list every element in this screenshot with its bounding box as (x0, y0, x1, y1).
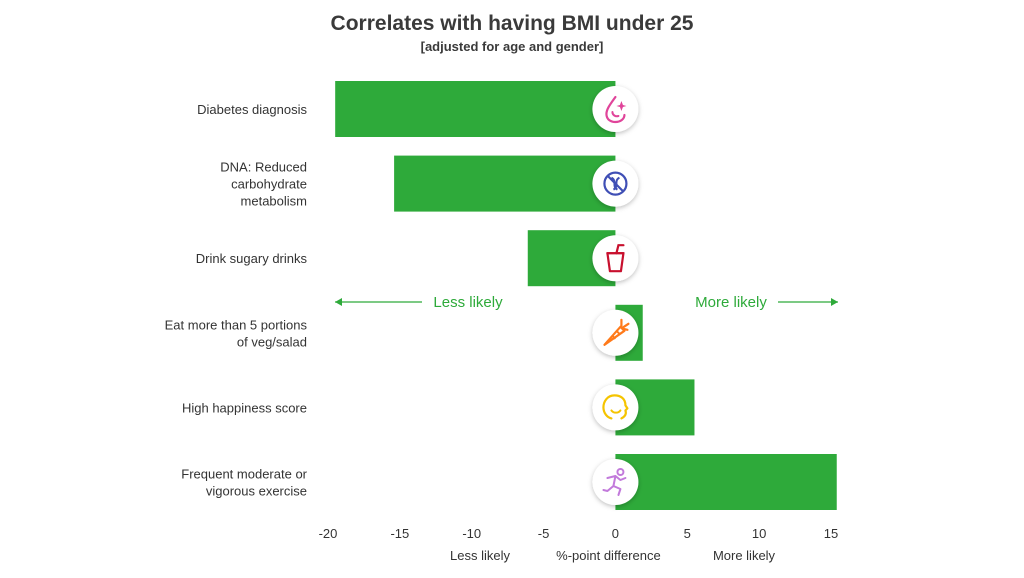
x-tick-label: 5 (684, 526, 691, 541)
annotations: Less likely More likely (335, 294, 838, 311)
x-tick-label: 0 (612, 526, 619, 541)
no-dna-icon (592, 160, 639, 207)
smiling-head-icon (592, 384, 639, 431)
x-tick-label: -5 (538, 526, 550, 541)
drop-sparkle-icon (592, 86, 639, 132)
x-axis-label-right: More likely (713, 548, 776, 563)
chart-title: Correlates with having BMI under 25 (330, 12, 694, 35)
x-tick-label: -20 (319, 526, 338, 541)
x-axis-label-left: Less likely (450, 548, 510, 563)
category-label: Eat more than 5 portions (165, 317, 308, 332)
category-label: Diabetes diagnosis (197, 102, 307, 117)
category-label: of veg/salad (237, 334, 307, 349)
category-label: carbohydrate (231, 177, 307, 192)
category-label: vigorous exercise (206, 484, 307, 499)
chart-subtitle: [adjusted for age and gender] (420, 39, 604, 54)
x-tick-label: 15 (824, 526, 838, 541)
x-axis-title: %-point difference (556, 548, 661, 563)
icons-layer (592, 86, 639, 505)
category-label: metabolism (241, 194, 307, 209)
x-tick-label: 10 (752, 526, 766, 541)
bar (615, 454, 837, 510)
category-label: High happiness score (182, 400, 307, 415)
arrow-right-icon (778, 298, 838, 306)
x-tick-label: -10 (462, 526, 481, 541)
annotation-more-likely: More likely (695, 294, 767, 311)
annotation-less-likely: Less likely (433, 294, 503, 311)
carrot-icon (592, 309, 639, 356)
category-label: Drink sugary drinks (196, 251, 308, 266)
sugary-drink-icon (592, 235, 639, 282)
category-label: Frequent moderate or (181, 467, 307, 482)
x-tick-label: -15 (390, 526, 409, 541)
category-label: DNA: Reduced (220, 160, 307, 175)
bar (394, 155, 616, 212)
bar (335, 81, 616, 137)
arrow-left-icon (335, 298, 422, 306)
running-person-icon (592, 459, 639, 505)
